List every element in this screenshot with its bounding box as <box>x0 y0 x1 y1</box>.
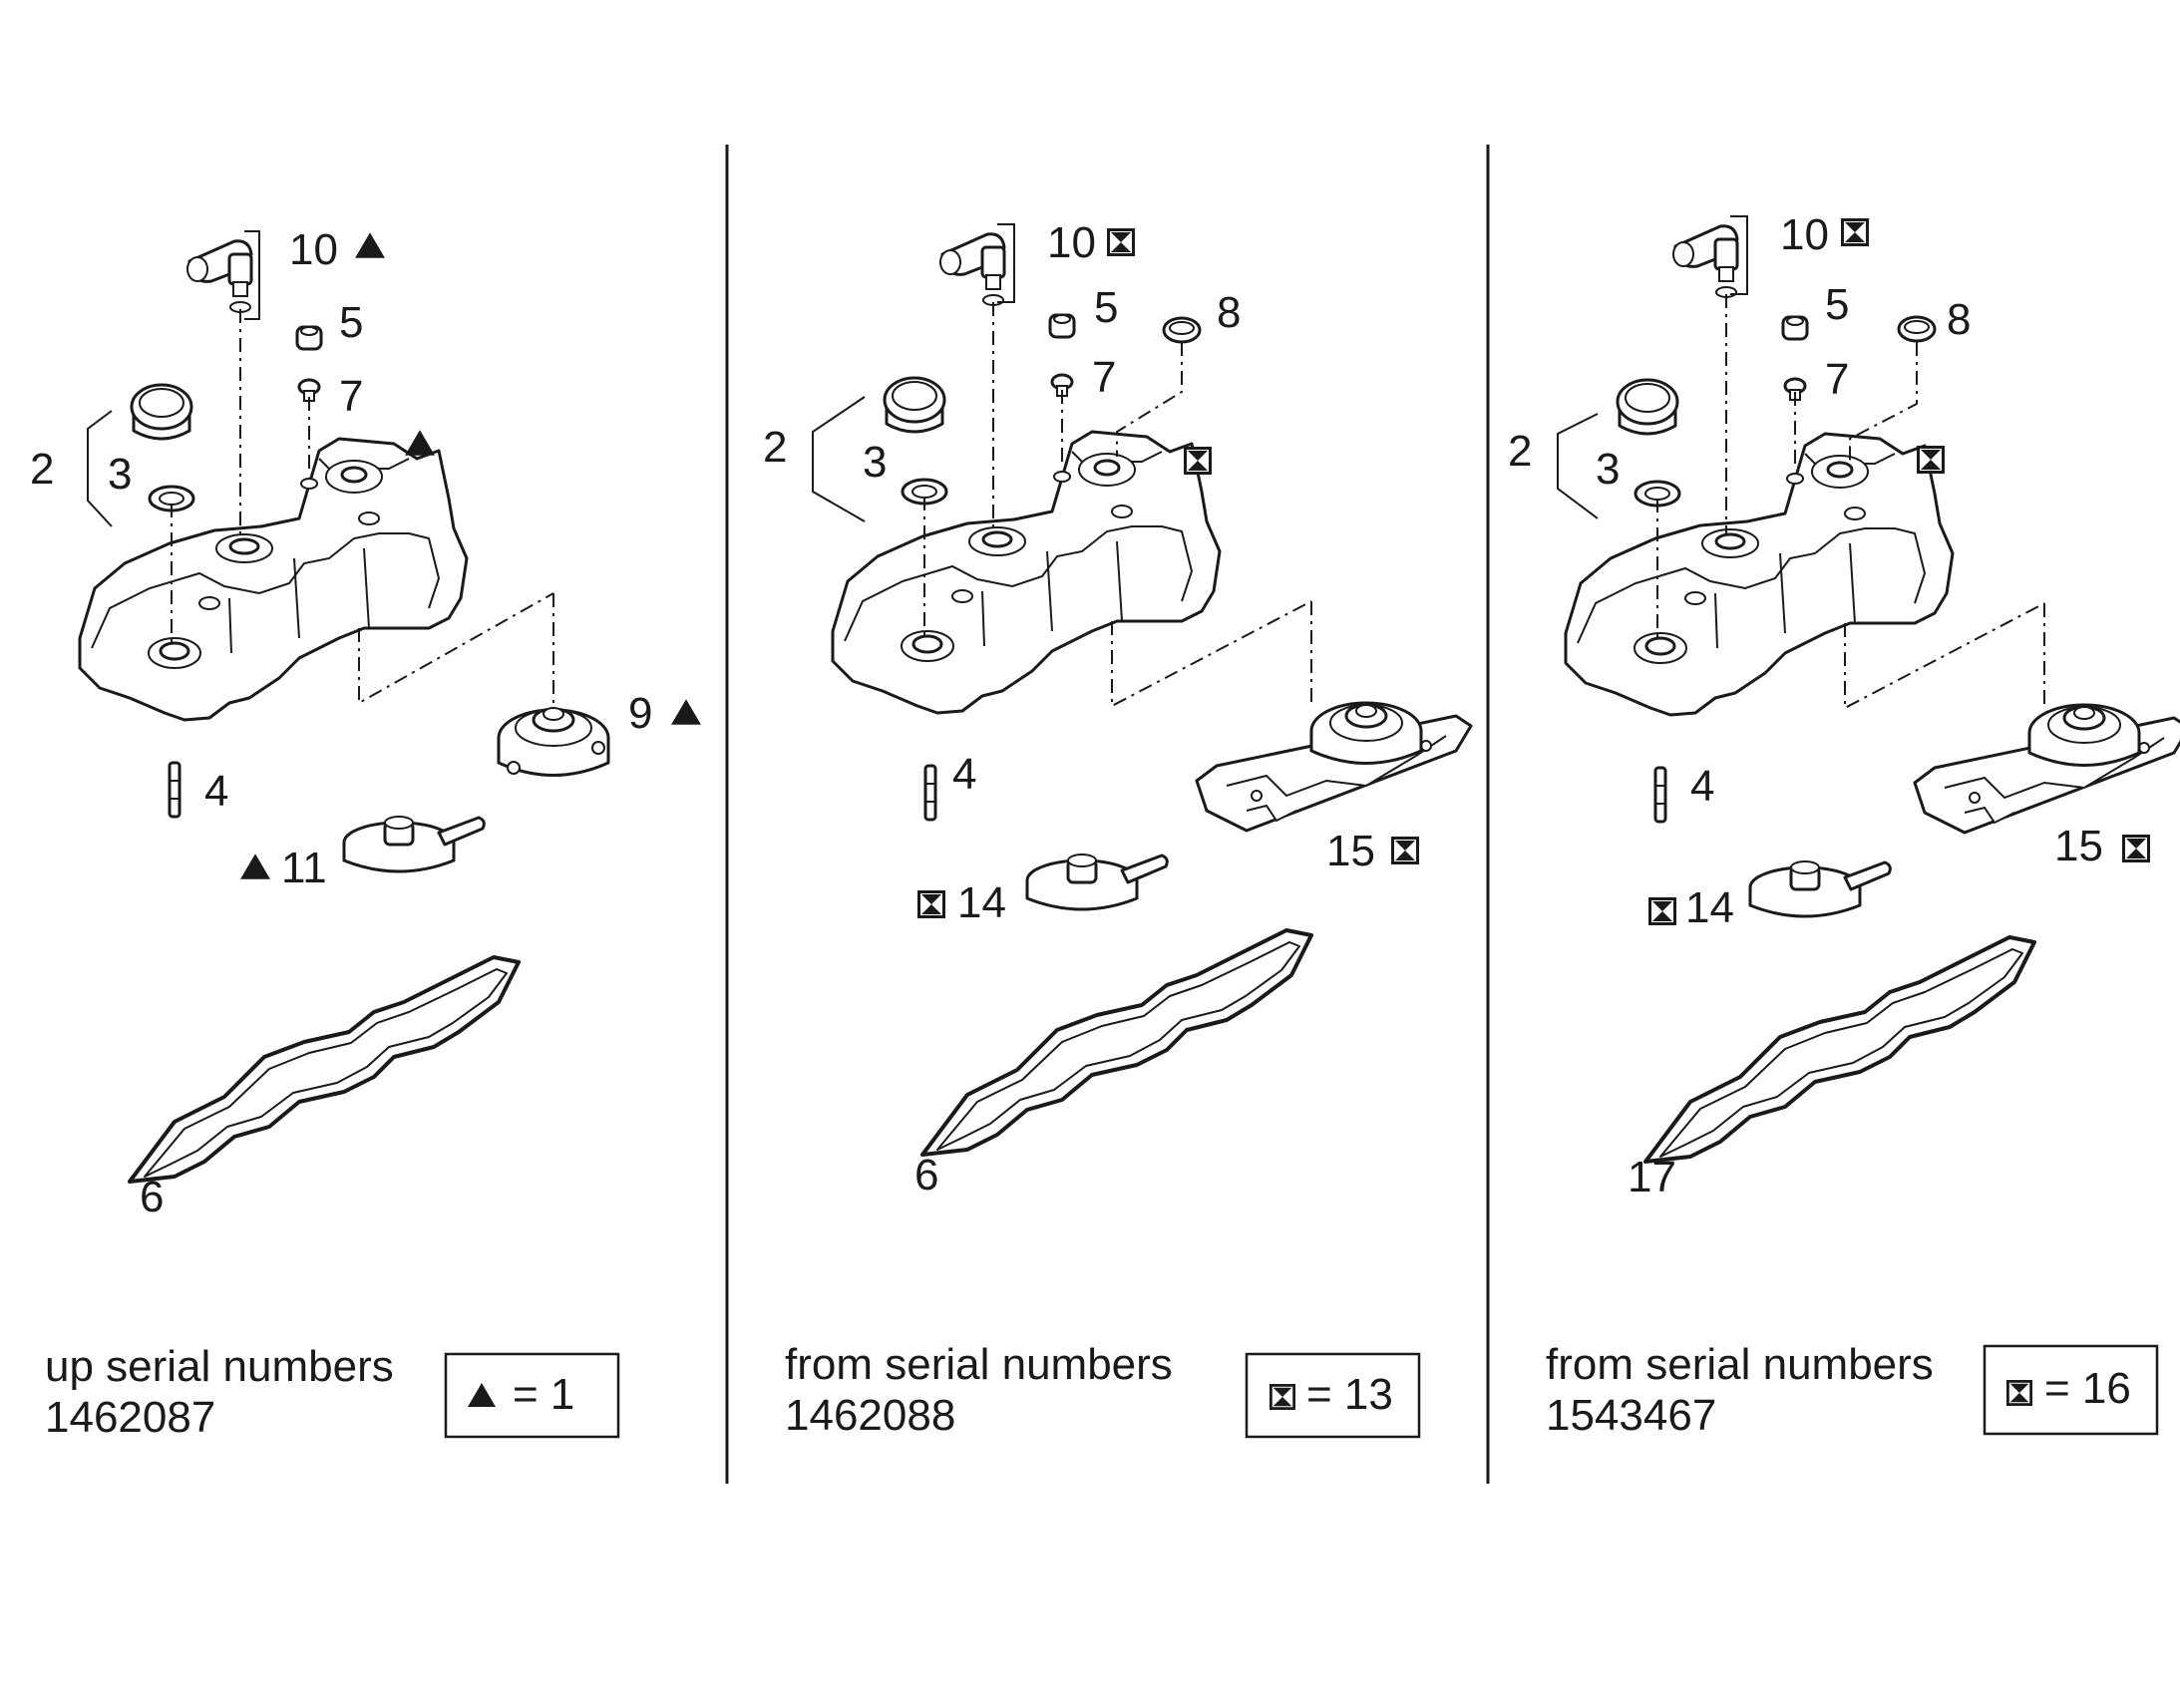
plug-part <box>1897 315 1937 343</box>
triangle-icon <box>355 232 385 258</box>
valve-cover-gasket <box>128 955 521 1184</box>
triangle-icon <box>671 699 701 725</box>
stud-part <box>168 761 182 819</box>
callout-9: 9 <box>628 689 652 738</box>
oil-separator-assembly <box>1195 701 1473 833</box>
valve-cover <box>831 430 1222 715</box>
legend-text: = 16 <box>2044 1364 2131 1413</box>
oil-filler-cap <box>883 376 948 506</box>
callout-15: 15 <box>1326 827 1375 875</box>
hourglass-box-icon <box>1270 1384 1295 1410</box>
hourglass-box-icon <box>2122 835 2150 862</box>
oil-separator-assembly <box>1913 703 2180 835</box>
callout-10: 10 <box>1047 218 1096 267</box>
callout-7: 7 <box>1825 355 1849 404</box>
callout-10: 10 <box>1780 210 1829 259</box>
callout-6: 6 <box>914 1151 938 1199</box>
stud-part <box>1653 766 1667 824</box>
callout-5: 5 <box>1825 280 1849 329</box>
legend-text: = 13 <box>1306 1370 1393 1419</box>
oil-separator <box>497 706 610 777</box>
callout-5: 5 <box>1094 283 1118 332</box>
legend-text: = 1 <box>513 1370 574 1419</box>
triangle-icon <box>240 854 270 879</box>
breather-pipe <box>185 239 253 314</box>
nut-part <box>295 325 323 351</box>
serial-caption-line1: from serial numbers <box>1546 1340 1934 1389</box>
callout-2: 2 <box>763 423 787 472</box>
panel-2: 10 5 8 7 2 3 4 15 14 6 from serial numbe… <box>763 218 1473 1440</box>
callout-4: 4 <box>952 750 976 799</box>
callout-11: 11 <box>281 844 327 892</box>
valve-cover-gasket <box>920 928 1313 1157</box>
nut-part <box>1048 313 1076 339</box>
callout-15: 15 <box>2054 822 2103 870</box>
callout-14: 14 <box>957 878 1006 927</box>
valve-cover <box>1564 432 1955 717</box>
callout-10: 10 <box>289 225 338 274</box>
hourglass-box-icon <box>1107 228 1135 256</box>
callout-14: 14 <box>1685 883 1734 932</box>
callout-5: 5 <box>339 298 363 347</box>
hourglass-box-icon <box>2006 1380 2032 1406</box>
hourglass-box-icon <box>1841 218 1869 246</box>
callout-2: 2 <box>1508 427 1532 476</box>
hourglass-box-icon <box>1184 447 1212 475</box>
callout-2: 2 <box>30 445 54 494</box>
panel-3: 10 5 8 7 2 3 4 15 14 17 from serial numb… <box>1508 210 2180 1440</box>
callout-7: 7 <box>1092 353 1116 402</box>
serial-caption-line1: up serial numbers <box>45 1342 394 1391</box>
callout-8: 8 <box>1947 295 1971 344</box>
hourglass-box-icon <box>1648 897 1676 925</box>
triangle-icon <box>405 430 435 456</box>
plug-part <box>1162 316 1202 344</box>
callout-4: 4 <box>1690 762 1714 811</box>
pcv-valve <box>1748 859 1892 918</box>
stud-part <box>923 764 937 822</box>
pcv-valve <box>342 815 486 873</box>
callout-8: 8 <box>1217 288 1241 337</box>
nut-part <box>1781 315 1809 341</box>
valve-cover-gasket <box>1643 935 2036 1164</box>
callout-6: 6 <box>140 1173 164 1221</box>
serial-caption-line1: from serial numbers <box>785 1340 1173 1389</box>
callout-3: 3 <box>108 450 132 499</box>
hourglass-box-icon <box>917 890 945 918</box>
callout-3: 3 <box>1596 445 1620 494</box>
serial-caption-line2: 1462088 <box>785 1391 955 1440</box>
oil-filler-cap <box>130 383 195 512</box>
breather-pipe <box>1671 224 1739 299</box>
callout-17: 17 <box>1628 1153 1676 1201</box>
oil-filler-cap <box>1616 378 1681 508</box>
callout-7: 7 <box>339 372 363 421</box>
hourglass-box-icon <box>1391 837 1419 864</box>
pcv-valve <box>1025 853 1169 911</box>
callout-3: 3 <box>863 438 887 487</box>
breather-pipe <box>938 232 1006 307</box>
serial-caption-line2: 1543467 <box>1546 1391 1716 1440</box>
valve-cover <box>78 437 469 722</box>
panel-1: 10 5 7 2 3 9 4 11 6 up serial numbers 14… <box>30 225 701 1442</box>
serial-caption-line2: 1462087 <box>45 1393 215 1442</box>
callout-4: 4 <box>204 767 228 816</box>
hourglass-box-icon <box>1917 446 1945 474</box>
